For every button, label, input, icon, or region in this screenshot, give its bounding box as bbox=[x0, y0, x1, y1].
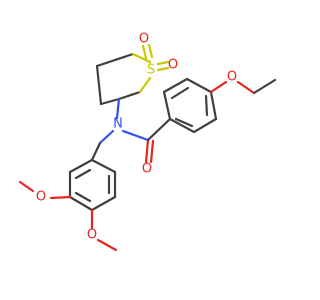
atom-oxygen-methoxy-bottom: O bbox=[87, 228, 97, 243]
molecule-structure: S O O N O O O O bbox=[18, 32, 277, 252]
bond-c-c bbox=[95, 52, 135, 68]
sulfone-group bbox=[141, 43, 170, 72]
bond-ar-inner bbox=[170, 86, 190, 100]
atom-labels: S O O N O O O O bbox=[36, 32, 237, 243]
bond-c-s bbox=[131, 52, 152, 64]
bond-ar-inner bbox=[74, 191, 92, 203]
ethoxyphenyl-ring bbox=[162, 77, 277, 134]
bond-ar bbox=[209, 90, 218, 121]
bond-ch2-ch3 bbox=[252, 78, 277, 95]
bond-ar-inner bbox=[74, 168, 92, 180]
bond-s-o bbox=[156, 66, 170, 72]
bond-ar bbox=[90, 158, 117, 174]
atom-nitrogen: N bbox=[113, 117, 123, 132]
bond-o-ch3 bbox=[96, 238, 118, 252]
bond-s-o bbox=[141, 44, 148, 60]
bond-ar bbox=[192, 117, 218, 134]
bond-c-c bbox=[99, 97, 121, 106]
atom-oxygen-carbonyl: O bbox=[142, 162, 152, 177]
bond-c-s bbox=[138, 76, 152, 94]
dimethoxyphenyl-ring bbox=[18, 158, 118, 252]
atom-oxygen-ethoxy: O bbox=[227, 70, 237, 85]
amide-core bbox=[90, 97, 172, 164]
bond-ar-o bbox=[49, 195, 72, 200]
bond-ar bbox=[90, 195, 117, 212]
bond-c-o bbox=[149, 139, 155, 164]
bond-ar-inner bbox=[204, 94, 209, 117]
bond-ar bbox=[68, 195, 94, 212]
bond-c-c bbox=[117, 90, 142, 101]
bond-o-ch3 bbox=[18, 180, 35, 193]
bond-c-ar bbox=[146, 117, 172, 142]
atom-sulfur: S bbox=[147, 63, 155, 78]
bond-ar bbox=[168, 117, 196, 134]
bond-s-o bbox=[156, 60, 170, 66]
bond-ar-o bbox=[209, 80, 228, 94]
bond-ar bbox=[185, 77, 213, 94]
atom-oxygen-methoxy-left: O bbox=[36, 190, 46, 205]
bond-c-o bbox=[144, 138, 150, 164]
bond-n-ch2 bbox=[98, 129, 115, 145]
sulfolane-ring bbox=[95, 52, 152, 106]
bond-n-c bbox=[121, 129, 150, 142]
bond-ch2-ar bbox=[90, 141, 102, 162]
molecule-canvas: S O O N O O O O bbox=[18, 31, 277, 252]
atom-oxygen-sulfone-top: O bbox=[139, 32, 149, 47]
bond-ar bbox=[68, 158, 94, 174]
bond-c-n bbox=[115, 97, 121, 120]
bond-s-o bbox=[147, 43, 154, 59]
bond-c-c bbox=[95, 64, 103, 106]
atom-oxygen-sulfone-right: O bbox=[168, 58, 178, 73]
bond-ar bbox=[162, 77, 189, 94]
bond-ar-inner bbox=[174, 117, 194, 128]
bond-o-ch2 bbox=[236, 80, 256, 95]
bond-ar bbox=[162, 90, 172, 121]
